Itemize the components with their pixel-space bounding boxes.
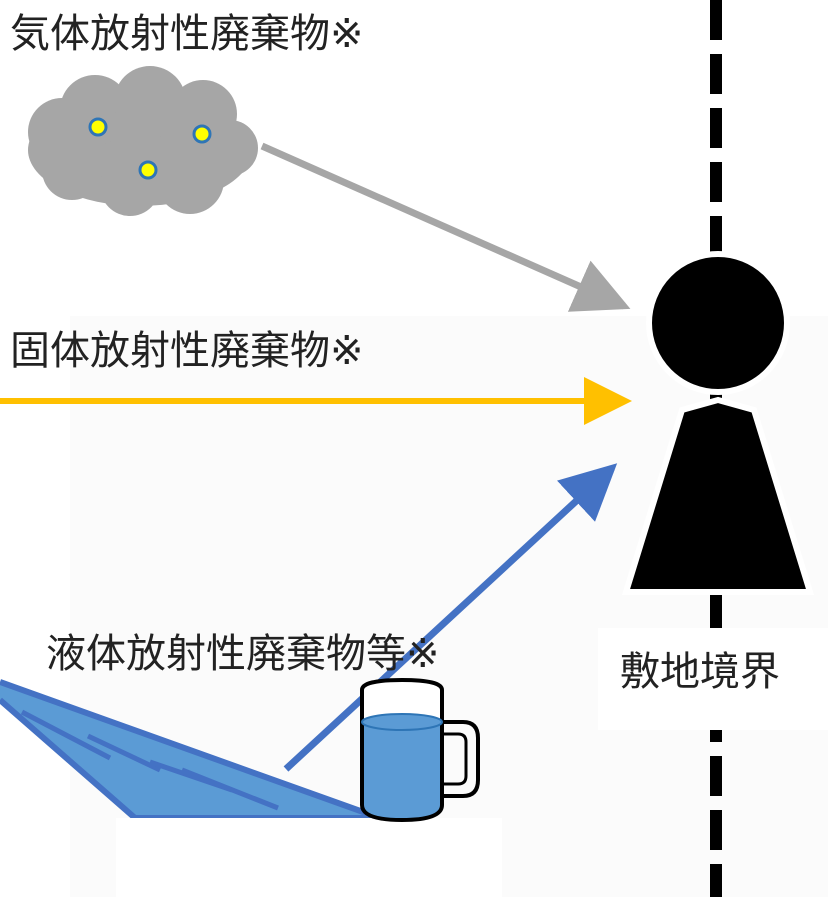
site-boundary-label: 敷地境界	[620, 649, 780, 695]
water-mug-icon	[360, 677, 480, 823]
gas-waste-label: 気体放射性廃棄物※	[10, 11, 364, 57]
gas-cloud-icon	[28, 66, 258, 216]
liquid-pathway-arrow	[283, 463, 618, 772]
particle-dot	[88, 117, 108, 137]
particle-dot	[192, 124, 212, 144]
person-icon	[621, 251, 815, 595]
gas-pathway-arrow	[260, 142, 631, 312]
water-cover-panel	[116, 818, 502, 898]
solid-waste-label: 固体放射性廃棄物※	[10, 328, 364, 374]
liquid-waste-label: 液体放射性廃棄物等※	[46, 631, 440, 677]
particle-dot	[138, 160, 158, 180]
boundary-label-card	[598, 628, 828, 730]
